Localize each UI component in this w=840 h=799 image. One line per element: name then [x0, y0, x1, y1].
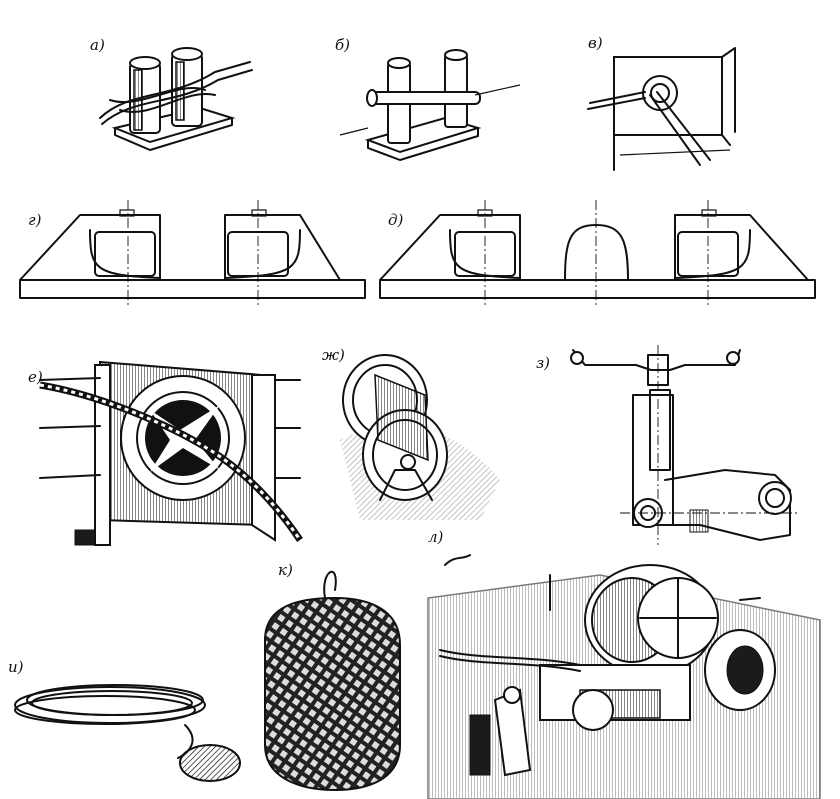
heaving-line-icon	[14, 684, 241, 782]
label-v: в)	[588, 34, 603, 52]
rope-reel-icon	[340, 354, 500, 520]
figure-z-stopper: з)	[536, 345, 800, 545]
double-roller-chock-icon	[19, 200, 366, 305]
label-g: г)	[28, 211, 42, 229]
figure-b-bollard: б)	[335, 36, 521, 161]
figure-g-chock: г)	[19, 200, 366, 305]
figure-k-fender: к)	[264, 561, 401, 792]
figure-d-chock: д)	[379, 200, 816, 305]
label-zh: ж)	[322, 346, 345, 364]
label-e: е)	[28, 368, 43, 386]
label-d: д)	[388, 211, 404, 229]
label-z: з)	[536, 354, 550, 372]
triple-roller-chock-icon	[379, 200, 816, 305]
label-b: б)	[335, 36, 350, 54]
cross-bollard-icon	[339, 49, 521, 161]
panama-chock-icon	[39, 360, 303, 546]
label-k: к)	[278, 561, 293, 579]
figure-zh-reel: ж)	[322, 346, 500, 520]
figure-v-fairlead: в)	[587, 34, 736, 171]
figure-a-bollard: а)	[90, 36, 253, 151]
label-l: л)	[428, 528, 444, 546]
mooring-winch-icon	[427, 554, 821, 799]
double-bollard-with-rope-icon	[99, 47, 253, 151]
label-i: и)	[8, 658, 24, 676]
label-a: а)	[90, 36, 105, 54]
figure-l-winch: л)	[427, 528, 821, 799]
rope-stopper-drawing-icon	[570, 345, 800, 545]
fender-icon	[264, 570, 401, 792]
figure-e-panama-chock: е)	[28, 360, 303, 546]
fairlead-hawse-icon	[587, 47, 736, 171]
figure-i-heaving-line: и)	[8, 658, 241, 782]
